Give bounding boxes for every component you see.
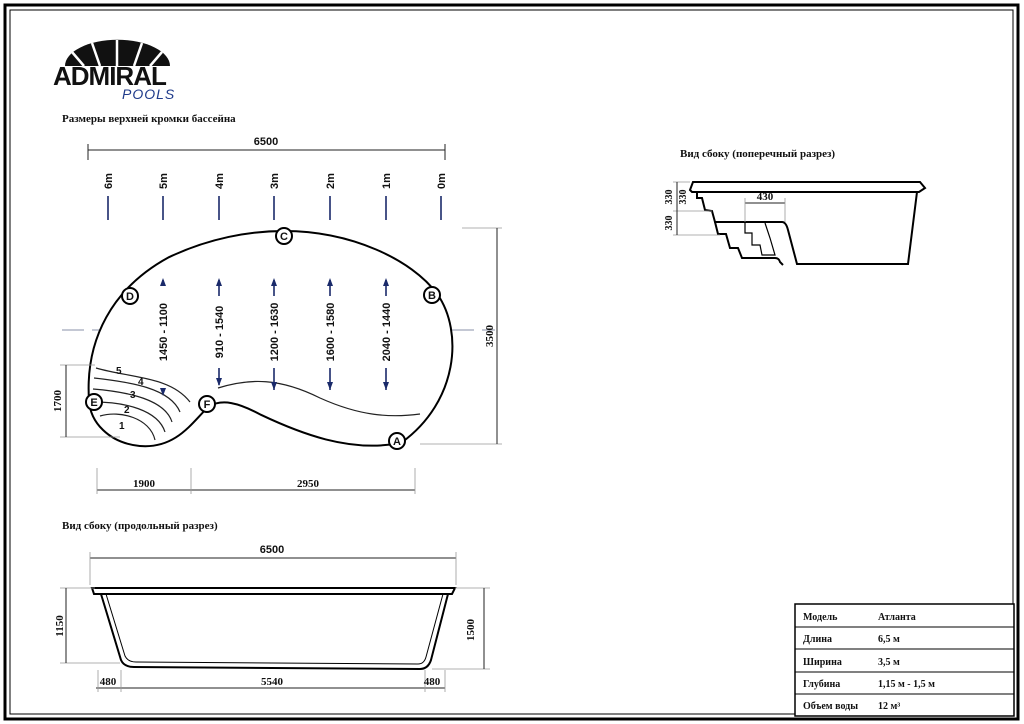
longitudinal-title: Вид сбоку (продольный разрез) [62,520,218,532]
step-label: 3 [130,390,136,401]
admiral-logo: ADMIRAL POOLS [53,39,175,102]
dim-label: 1900 [133,478,156,490]
meter-label: 6m [103,173,115,189]
cross-section [688,181,927,266]
spec-value: 1,15 м - 1,5 м [878,679,935,690]
dim-label: 430 [757,191,774,203]
spec-value: 3,5 м [878,657,900,668]
dim-label: 330 [678,190,689,205]
plan-left-dimension: 1700 [52,364,120,438]
longitudinal-section [90,587,457,671]
point-label: E [90,397,97,409]
spec-value: 6,5 м [878,634,900,645]
drawing-frame [3,3,1020,721]
dim-label: 2950 [297,478,320,490]
cross-title: Вид сбоку (поперечный разрез) [680,148,835,160]
depth-label: 1450 - 1100 [158,303,170,361]
meter-label: 0m [436,173,448,189]
plan-bottom-dimensions: 1900 2950 [96,468,416,494]
spec-row: Модель Атланта [803,612,916,623]
point-label: C [280,231,288,243]
spec-row: Ширина 3,5 м [803,657,900,668]
spec-value: 12 м³ [878,701,900,712]
cross-dimensions: 330 330 330 430 [664,181,786,236]
meter-label: 1m [381,173,393,189]
spec-label: Глубина [803,679,840,690]
dim-label: 480 [424,676,441,688]
deep-zone-line [217,380,421,417]
point-label: B [428,290,436,302]
longitudinal-bottom-dimensions: 480 5540 480 [96,670,446,692]
longitudinal-depth-dimensions: 1150 1500 [54,587,490,670]
spec-value: Атланта [878,612,916,623]
step-label: 1 [119,421,125,432]
point-label: F [204,399,211,411]
meter-label: 4m [214,173,226,189]
depth-label: 1200 - 1630 [269,303,281,362]
dim-label: 330 [664,190,675,205]
meter-label: 3m [269,173,281,189]
dim-label: 1700 [52,390,64,413]
point-markers: A B C D E F [85,227,441,450]
depth-label: 2040 - 1440 [381,303,393,362]
depth-markers: 1450 - 1100 910 - 1540 1200 - 1630 1600 … [156,278,393,396]
depth-label: 1600 - 1580 [325,303,337,362]
drawing-inner-frame [9,9,1014,715]
spec-label: Ширина [803,657,842,668]
step-label: 4 [138,377,144,388]
spec-table: Модель Атланта Длина 6,5 м Ширина 3,5 м Глу… [794,603,1015,717]
plan-title: Размеры верхней кромки бассейна [62,113,236,125]
step-label: 2 [124,405,130,416]
meter-label: 2m [325,173,337,189]
meter-label: 5m [158,173,170,189]
meter-marks: 6m 5m 4m 3m 2m 1m 0m [103,173,448,220]
dim-label: 6500 [254,136,278,148]
step-label: 5 [116,366,122,377]
plan-width-dimension: 3500 [420,227,502,445]
spec-row: Длина 6,5 м [803,634,900,645]
logo-brand: ADMIRAL [53,61,167,91]
spec-row: Объем воды 12 м³ [803,701,900,712]
step-lines [92,367,191,441]
point-label: D [126,291,134,303]
logo-sub: POOLS [122,86,175,102]
plan-length-dimension: 6500 [87,136,446,160]
dim-label: 6500 [260,544,284,556]
spec-label: Модель [803,612,838,623]
spec-label: Объем воды [803,701,858,712]
point-label: A [393,436,401,448]
dim-label: 480 [100,676,117,688]
dim-label: 1150 [54,615,66,637]
dim-label: 330 [664,216,675,231]
dim-label: 5540 [261,676,284,688]
longitudinal-length-dimension: 6500 [89,544,457,585]
spec-label: Длина [803,634,832,645]
spec-row: Глубина 1,15 м - 1,5 м [803,679,935,690]
depth-label: 910 - 1540 [214,306,226,359]
dim-label: 1500 [465,619,477,642]
dim-label: 3500 [484,325,496,348]
